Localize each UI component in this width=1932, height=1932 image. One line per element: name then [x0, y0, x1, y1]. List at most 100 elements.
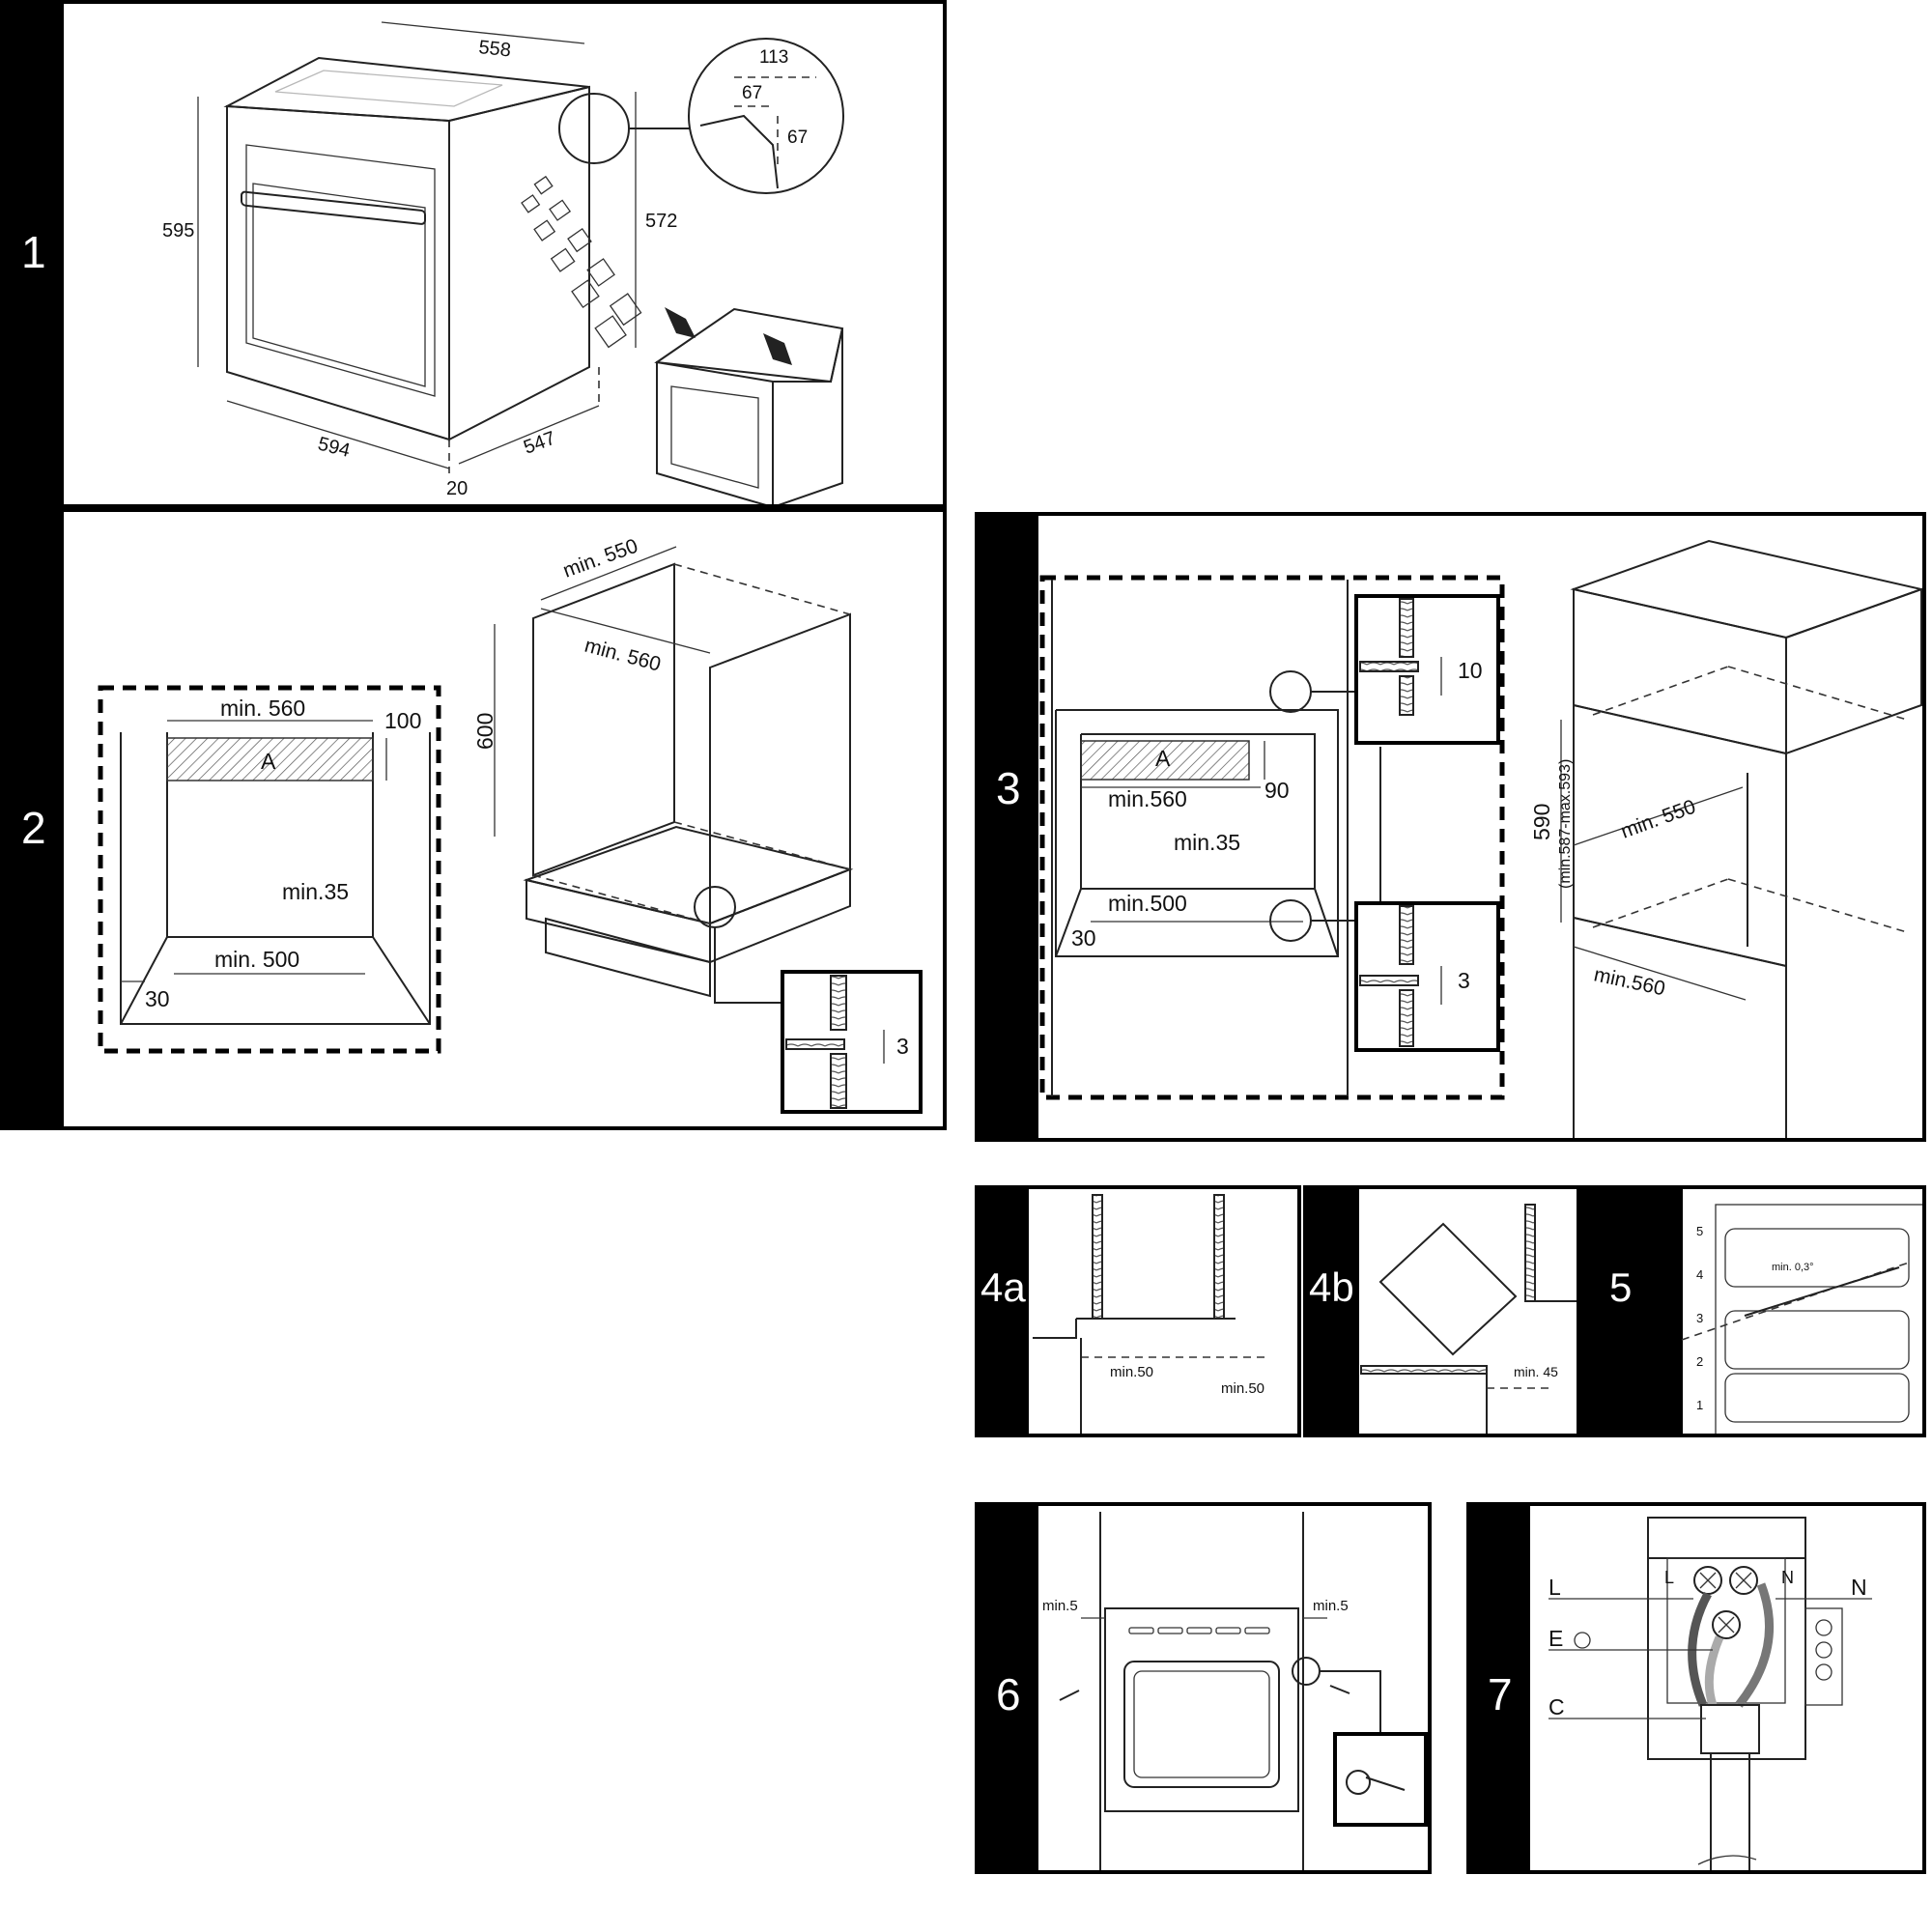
detail-zoom-circle: [688, 38, 844, 194]
panel-1: 1: [0, 0, 947, 508]
dim-595: 595: [162, 220, 194, 242]
panel-number: 5: [1609, 1264, 1633, 1310]
dim-547: 547: [521, 428, 558, 459]
panel-tab: 2: [4, 512, 64, 1126]
dim-558: 558: [477, 37, 511, 61]
under-counter-installation-drawing: min. 560 100 A min.35 min. 500 30 min. 5…: [98, 535, 923, 1114]
panel-2: 2 min. 560 100 A min.35 min. 500 30: [0, 508, 947, 1130]
cabinet-front-view: [120, 732, 431, 1025]
dim-20: 20: [446, 478, 468, 499]
panel-4a: 4a min.50 min.50: [975, 1185, 1301, 1437]
terminal-screw-icon: [1693, 1566, 1758, 1639]
panel-4b: 4b min. 45: [1303, 1185, 1580, 1437]
dim-min-500: min.500: [1108, 891, 1187, 916]
tall-cabinet-3d-view: [1570, 539, 1922, 1138]
level-1: 1: [1696, 1398, 1703, 1412]
level-2: 2: [1696, 1354, 1703, 1369]
level-4: 4: [1696, 1267, 1703, 1282]
label-C: C: [1548, 1694, 1565, 1719]
hand-icon: [665, 307, 792, 365]
label-L-outer: L: [1548, 1575, 1561, 1600]
dim-90: 90: [1264, 778, 1290, 803]
area-a-label: A: [261, 749, 276, 774]
earth-symbol-icon: [1574, 1632, 1591, 1649]
cabinet-front-view: [1051, 580, 1349, 1096]
dim-min-500: min. 500: [214, 947, 299, 972]
oven-fixing-drawing: min.5 min.5: [1042, 1512, 1428, 1870]
detail-marker-circle: [558, 93, 630, 164]
tilt-angle-label: min. 0,3°: [1772, 1262, 1814, 1273]
dim-min-560-front: min. 560: [220, 696, 305, 721]
dim-572: 572: [645, 211, 677, 232]
ventilation-detail-4a: min.50 min.50: [1033, 1194, 1264, 1434]
dim-range-587-593: (min.587-max.593): [1557, 759, 1574, 889]
panel-tab: 7: [1470, 1506, 1530, 1870]
screw-detail-icon: [1346, 1770, 1406, 1795]
panel-tab: 1: [4, 4, 64, 504]
label-L-inner: L: [1664, 1568, 1674, 1587]
dim-min-50-right: min.50: [1221, 1380, 1264, 1397]
dim-min-560-bottom: min.560: [1592, 963, 1667, 1000]
ventilation-detail-4b: min. 45: [1360, 1204, 1577, 1434]
detail-67-vertical: 67: [787, 128, 808, 148]
panel-tab: 6: [979, 1506, 1038, 1870]
detail-marker-circle-bottom: [1269, 899, 1312, 942]
dim-590: 590: [1529, 804, 1554, 840]
detail-3: 3: [896, 1034, 909, 1059]
dim-min-50-left: min.50: [1110, 1364, 1153, 1380]
small-oven-illustration: [654, 307, 844, 504]
supply-cable: [1710, 1752, 1750, 1870]
screw-detail-box: [1333, 1732, 1428, 1827]
panel-number: 3: [996, 763, 1021, 813]
dim-min-45: min. 45: [1514, 1364, 1558, 1379]
panel-number: 2: [21, 803, 46, 853]
front-view-frame: [1039, 575, 1505, 1100]
dim-100: 100: [384, 708, 421, 733]
dim-min-35: min.35: [282, 879, 349, 904]
oven-levels-drawing: 5 4 3 2 1 min. 0,3°: [1681, 1204, 1922, 1434]
panel-number: 1: [21, 227, 46, 277]
label-N-inner: N: [1781, 1568, 1794, 1587]
detail-bottom-content: [1359, 905, 1442, 1047]
detail-3: 3: [1458, 968, 1470, 993]
detail-joint-content: [785, 975, 885, 1109]
level-5: 5: [1696, 1224, 1703, 1238]
detail-67-horizontal: 67: [742, 83, 762, 103]
panel-3: 3 A min.560 90 min.35 min.500 30: [975, 512, 1926, 1142]
panel-tab: 4a: [979, 1189, 1029, 1434]
panel-number: 4b: [1309, 1264, 1354, 1310]
area-a-label: A: [1155, 746, 1171, 771]
panel-number: 7: [1488, 1669, 1513, 1719]
dim-min-560: min.560: [1108, 786, 1187, 811]
detail-top-content: [1359, 598, 1442, 716]
wires: [1688, 1582, 1775, 1708]
level-3: 3: [1696, 1311, 1703, 1325]
dim-600: 600: [472, 713, 497, 750]
detail-zoom-content: [699, 76, 816, 189]
dim-30: 30: [1071, 925, 1096, 951]
dim-min-550: min. 550: [1618, 796, 1699, 843]
panel-number: 6: [996, 1669, 1021, 1719]
detail-10: 10: [1458, 658, 1483, 683]
detail-marker-circle-top: [1269, 670, 1312, 713]
vent-slots: [1128, 1627, 1270, 1634]
dim-min-550: min. 550: [560, 535, 641, 582]
dim-min-5-right: min.5: [1313, 1598, 1349, 1614]
electrical-connection-drawing: L L N N E C: [1548, 1517, 1872, 1870]
panel-tab: 3: [979, 516, 1038, 1138]
panel-7: 7 L L N N E C: [1466, 1502, 1926, 1874]
detail-113: 113: [759, 47, 788, 68]
label-N-outer: N: [1851, 1575, 1867, 1600]
oven-cavity: [1715, 1204, 1922, 1434]
panel-5: 5 5 4 3 2 1 min. 0,3°: [1580, 1185, 1926, 1437]
label-E: E: [1548, 1626, 1563, 1651]
panel-6: 6 min.5 min.5: [975, 1502, 1432, 1874]
oven-body: [223, 56, 590, 441]
screw-icon: [1329, 1685, 1350, 1694]
panel-number: 4a: [980, 1264, 1026, 1310]
tall-cabinet-installation-drawing: A min.560 90 min.35 min.500 30 10 3: [1039, 539, 1922, 1138]
dim-min-35: min.35: [1174, 830, 1240, 855]
front-view-frame: [98, 685, 441, 1054]
dim-min-5-left: min.5: [1042, 1598, 1078, 1614]
dim-min-560-side: min. 560: [582, 635, 664, 676]
